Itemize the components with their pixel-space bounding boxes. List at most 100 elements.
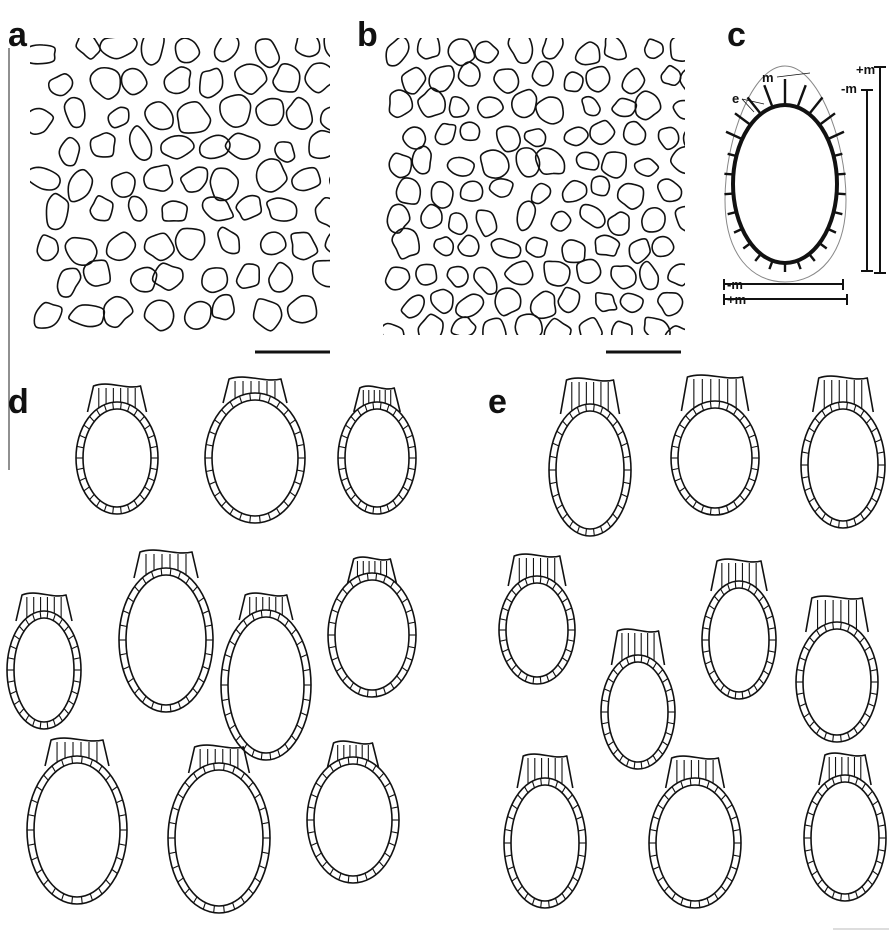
cell-outline [483, 318, 506, 347]
cell-outline [84, 260, 111, 286]
cell-outline [313, 261, 342, 287]
spore [702, 559, 776, 699]
cell-outline [431, 289, 453, 313]
spore [328, 557, 416, 697]
cell-outline [389, 90, 412, 117]
cell-outline [642, 208, 665, 232]
cell-outline [526, 237, 547, 257]
panel-e-spores [499, 375, 886, 908]
mucilage-label: m [762, 70, 774, 85]
cell-outline [671, 147, 699, 174]
cell-outline [416, 264, 437, 285]
spore [27, 738, 127, 904]
cell-outline [164, 67, 190, 94]
cell-outline [76, 33, 100, 59]
cell-outline [688, 239, 707, 256]
cell-outline [273, 64, 300, 92]
cell-outline [24, 109, 53, 135]
cell-outline [325, 229, 348, 255]
cell-outline [624, 122, 646, 145]
cell-outline [129, 196, 147, 221]
cell-outline [26, 167, 60, 190]
panel-c-schematic: m e +m -m -m +m [724, 62, 886, 307]
cell-outline [288, 296, 317, 323]
cell-outline [215, 34, 239, 62]
cell-outline [475, 41, 498, 62]
cell-outline [162, 201, 187, 221]
cell-outline [461, 181, 483, 201]
cell-outline [389, 153, 411, 177]
length-plus-bar [874, 67, 886, 273]
cell-outline [34, 303, 62, 329]
cell-outline [505, 261, 533, 284]
cell-outline [579, 318, 602, 345]
cell-outline [608, 212, 629, 235]
cell-outline [59, 138, 79, 166]
cell-outline [481, 150, 509, 178]
cell-outline [611, 266, 636, 289]
panel-d-label: d [8, 383, 29, 421]
cell-outline [620, 293, 643, 312]
cell-outline [130, 126, 152, 160]
mucilage-cap [348, 557, 397, 583]
mucilage-cap [681, 375, 748, 411]
cell-outline [256, 39, 280, 67]
mucilage-cap [354, 386, 400, 412]
cell-outline [261, 232, 286, 254]
panel-d-spores [7, 377, 416, 913]
cell-outline [295, 35, 319, 57]
spore [549, 378, 631, 536]
cell-outline [334, 300, 360, 330]
cell-outline [531, 291, 556, 318]
spore [221, 593, 311, 760]
cell-outline [202, 268, 227, 293]
length-plus-label: +m [856, 62, 875, 77]
spore [649, 756, 741, 908]
cell-outline [218, 227, 239, 253]
spore [307, 741, 399, 883]
cell-outline [161, 136, 194, 159]
spore [168, 745, 270, 913]
cell-outline [354, 135, 379, 163]
spore [504, 754, 586, 908]
cell-outline [392, 228, 419, 259]
cell-outline [291, 232, 317, 259]
cell-outline [531, 183, 550, 203]
cell-outline [108, 107, 129, 127]
cell-outline [478, 97, 503, 118]
cell-outline [324, 32, 355, 60]
cell-outline [90, 68, 120, 99]
mucilage-cap [711, 559, 767, 591]
cell-outline [212, 295, 234, 320]
panel-b-pattern [381, 31, 746, 347]
cell-outline [69, 305, 105, 327]
cell-outline [563, 181, 587, 202]
cell-outline [576, 42, 600, 65]
cell-outline [512, 90, 537, 118]
cell-outline [22, 45, 55, 64]
cell-outline [703, 324, 728, 345]
mucilage-cap [45, 738, 109, 766]
mucilage-cap [561, 378, 620, 414]
cell-outline [658, 293, 683, 316]
cell-outline [90, 196, 113, 221]
mucilage-cap [813, 376, 874, 412]
cell-outline [668, 264, 690, 286]
cell-outline [381, 323, 404, 347]
cell-outline [591, 176, 609, 195]
cell-outline [605, 36, 627, 60]
cell-outline [402, 68, 426, 94]
cell-outline [582, 97, 600, 116]
cell-outline [434, 237, 453, 256]
cell-outline [349, 262, 376, 292]
cell-outline [292, 168, 321, 191]
cell-outline [476, 210, 496, 236]
cell-outline [421, 205, 442, 229]
cell-outline [418, 314, 443, 343]
cell-outline [175, 38, 199, 62]
cell-outline [670, 35, 692, 61]
spore [601, 629, 675, 769]
cell-outline [145, 233, 175, 260]
cell-outline [236, 196, 261, 220]
